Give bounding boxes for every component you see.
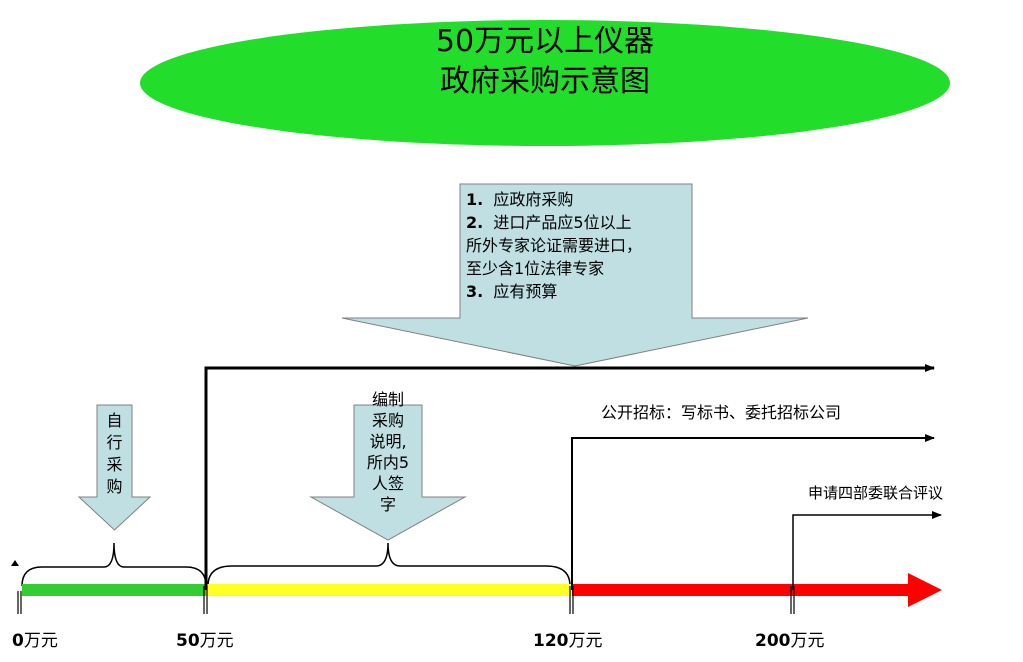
requirements-callout (341, 183, 809, 367)
self-purchase-arrow (77, 404, 152, 531)
axis-label-120: 120万元 (533, 631, 603, 651)
title-line-1: 50万元以上仪器 (435, 24, 655, 59)
axis-ticks (17, 586, 795, 614)
segment-120-plus (572, 584, 910, 596)
axis-label-200: 200万元 (755, 631, 825, 651)
segment-0-50 (22, 584, 206, 596)
small-up-arrowhead (11, 560, 19, 566)
requirement-item: 1. 应政府采购 (466, 190, 574, 209)
title-ellipse (140, 20, 950, 146)
prepare-description-label: 编制 采购 说明, 所内5 人签 字 (366, 390, 410, 514)
requirement-item: 所外专家论证需要进口， (466, 236, 643, 255)
prepare-description-arrow (309, 404, 467, 541)
brace-50-120 (207, 542, 571, 587)
requirement-item: 2. 进口产品应5位以上 (466, 213, 632, 232)
self-purchase-label: 自 行 采 购 (106, 411, 123, 496)
public-bid-label: 公开招标：写标书、委托招标公司 (601, 403, 842, 422)
requirement-item: 3. 应有预算 (466, 282, 558, 301)
axis-label-0: 0万元 (12, 631, 58, 651)
route-50-gov-procurement (204, 364, 935, 590)
segment-50-120 (206, 584, 572, 596)
diagram-title: 50万元以上仪器 政府采购示意图 (140, 22, 950, 102)
requirements-text: 1. 应政府采购 2. 进口产品应5位以上 所外专家论证需要进口， 至少含1位法… (466, 188, 696, 303)
route-120-public-bid (571, 434, 935, 590)
requirement-item: 至少含1位法律专家 (466, 259, 605, 278)
route-200-joint-review (792, 511, 942, 590)
axis-label-50: 50万元 (176, 631, 234, 651)
brace-0-50 (21, 542, 207, 587)
joint-review-label: 申请四部委联合评议 (808, 484, 944, 502)
title-line-2: 政府采购示意图 (440, 64, 650, 99)
timeline-arrowhead (908, 573, 942, 607)
